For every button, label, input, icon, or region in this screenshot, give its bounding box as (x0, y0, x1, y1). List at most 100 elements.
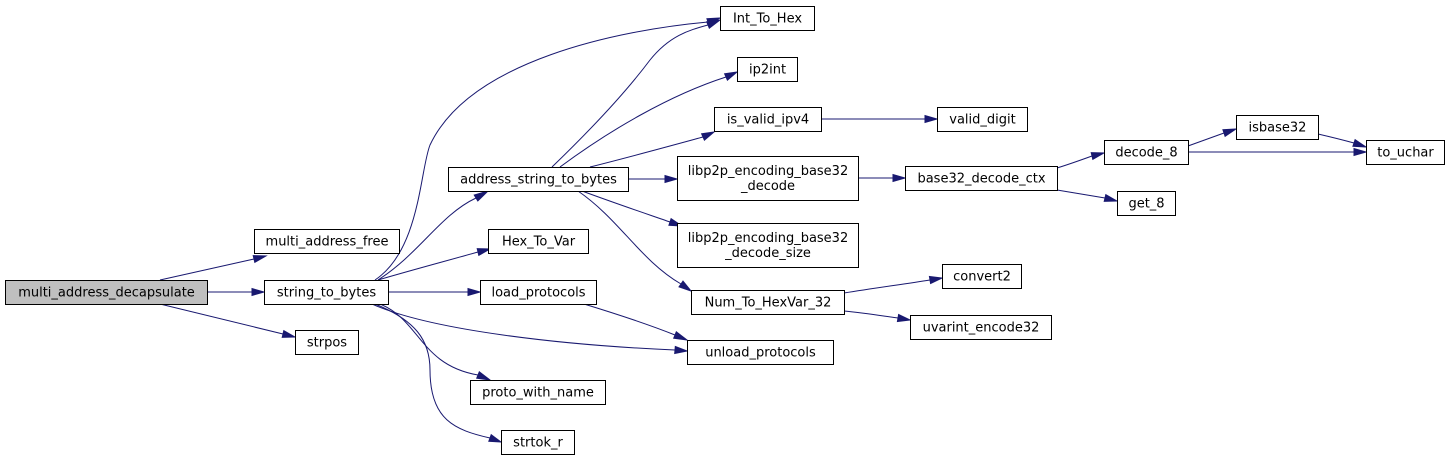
node-convert2[interactable]: convert2 (942, 264, 1022, 289)
node-load-protocols[interactable]: load_protocols (480, 280, 597, 305)
node-box (1104, 140, 1189, 165)
node-strpos[interactable]: strpos (295, 330, 359, 355)
node-box (720, 6, 815, 31)
edge-is_valid_ipv4-to-valid_digit (821, 114, 939, 124)
node-string-to-bytes[interactable]: string_to_bytes (264, 280, 389, 305)
node-box (480, 280, 597, 305)
arrow-head-icon (1222, 128, 1238, 138)
node-int-to-hex[interactable]: Int_To_Hex (720, 6, 815, 31)
node-label: string_to_bytes (277, 286, 376, 301)
node-box (714, 107, 822, 132)
arrow-head-icon (488, 433, 503, 443)
edge-libp2p_encoding_base32_decode-to-base32_decode_ctx (858, 173, 907, 183)
node-valid-digit[interactable]: valid_digit (937, 107, 1028, 132)
node-label: isbase32 (1249, 121, 1307, 136)
node-multi-address-free[interactable]: multi_address_free (254, 229, 400, 254)
edge-address_string_to_bytes-to-is_valid_ipv4 (589, 131, 716, 168)
node-label: libp2p_encoding_base32 (688, 231, 848, 246)
arrow-head-icon (674, 345, 689, 355)
edge-line (559, 76, 727, 168)
edge-load_protocols-to-unload_protocols (583, 303, 689, 341)
node-label: address_string_to_bytes (460, 173, 617, 188)
node-box (5, 280, 208, 305)
node-num-to-hexvar-32[interactable]: Num_To_HexVar_32 (691, 290, 845, 315)
node-box (737, 57, 798, 82)
edge-Num_To_HexVar_32-to-uvarint_encode32 (843, 310, 912, 323)
node-box (687, 340, 834, 365)
arrow-head-icon (281, 329, 297, 338)
node-box (691, 290, 845, 315)
node-label: Int_To_Hex (733, 12, 802, 27)
edge-multi_address_decapsulate-to-strpos (159, 303, 297, 338)
node-libp2p-encoding-base32-decode[interactable]: libp2p_encoding_base32_decode (677, 156, 859, 201)
edge-string_to_bytes-to-unload_protocols (371, 303, 689, 355)
edge-line (1317, 133, 1355, 144)
edge-line (371, 303, 676, 351)
node-label: decode_8 (1115, 146, 1177, 161)
node-label: _decode (740, 179, 795, 194)
edge-line (583, 303, 676, 336)
node-decode-8[interactable]: decode_8 (1104, 140, 1189, 165)
edge-line (159, 258, 255, 281)
node-to-uchar[interactable]: to_uchar (1366, 140, 1445, 165)
node-label: _decode_size (724, 246, 811, 261)
arrow-head-icon (1090, 152, 1106, 161)
edge-line (577, 190, 682, 285)
arrow-head-icon (251, 287, 266, 297)
node-multi-address-decapsulate[interactable]: multi_address_decapsulate (5, 280, 208, 305)
edge-line (379, 303, 479, 376)
edge-line (1187, 132, 1225, 147)
node-ip2int[interactable]: ip2int (737, 57, 798, 82)
arrow-head-icon (252, 255, 268, 264)
function-nodes: multi_address_decapsulate multi_address_f… (5, 6, 1445, 455)
arrow-head-icon (473, 190, 489, 202)
arrow-head-icon (467, 287, 482, 297)
edge-string_to_bytes-to-strtok_r (374, 303, 503, 443)
arrow-head-icon (1103, 193, 1119, 202)
edge-address_string_to_bytes-to-libp2p_encoding_base32_decode_size (581, 190, 684, 227)
edge-address_string_to_bytes-to-Int_To_Hex (551, 19, 722, 168)
node-get-8[interactable]: get_8 (1117, 191, 1176, 216)
node-label: to_uchar (1377, 146, 1434, 161)
edge-line (159, 303, 284, 335)
arrow-head-icon (723, 71, 739, 82)
edge-line (374, 21, 709, 281)
node-proto-with-name[interactable]: proto_with_name (470, 380, 606, 405)
edge-isbase32-to-to_uchar (1317, 133, 1368, 148)
edge-line (843, 310, 899, 319)
edge-string_to_bytes-to-address_string_to_bytes (377, 190, 489, 281)
node-hex-to-var[interactable]: Hex_To_Var (488, 229, 589, 254)
edge-Num_To_HexVar_32-to-convert2 (843, 275, 944, 294)
edge-string_to_bytes-to-Hex_To_Var (377, 248, 492, 281)
edge-line (377, 197, 477, 281)
arrow-head-icon (896, 313, 912, 323)
edge-line (843, 279, 931, 294)
node-label: proto_with_name (482, 386, 594, 401)
edge-base32_decode_ctx-to-get_8 (1056, 189, 1119, 202)
edge-address_string_to_bytes-to-ip2int (559, 71, 739, 168)
edge-multi_address_decapsulate-to-multi_address_free (159, 255, 268, 281)
node-address-string-to-bytes[interactable]: address_string_to_bytes (448, 167, 629, 192)
node-strtok-r[interactable]: strtok_r (501, 430, 575, 455)
node-isbase32[interactable]: isbase32 (1236, 115, 1319, 140)
edge-line (374, 303, 491, 439)
node-libp2p-encoding-base32-decode-size[interactable]: libp2p_encoding_base32_decode_size (677, 223, 859, 268)
node-label: unload_protocols (705, 346, 816, 361)
node-label: Num_To_HexVar_32 (705, 296, 832, 311)
arrow-head-icon (672, 331, 689, 341)
node-uvarint-encode32[interactable]: uvarint_encode32 (910, 315, 1052, 340)
edge-decode_8-to-isbase32 (1187, 128, 1238, 147)
edge-line (551, 24, 709, 168)
node-box (295, 330, 359, 355)
arrow-head-icon (678, 280, 693, 293)
node-box (1236, 115, 1319, 140)
edge-line (581, 190, 671, 223)
edge-string_to_bytes-to-proto_with_name (379, 303, 492, 381)
arrow-head-icon (1352, 138, 1368, 148)
node-label: is_valid_ipv4 (727, 113, 809, 128)
arrow-head-icon (928, 275, 944, 285)
node-is-valid-ipv4[interactable]: is_valid_ipv4 (714, 107, 822, 132)
node-unload-protocols[interactable]: unload_protocols (687, 340, 834, 365)
node-box (254, 229, 400, 254)
node-base32-decode-ctx[interactable]: base32_decode_ctx (905, 166, 1058, 191)
